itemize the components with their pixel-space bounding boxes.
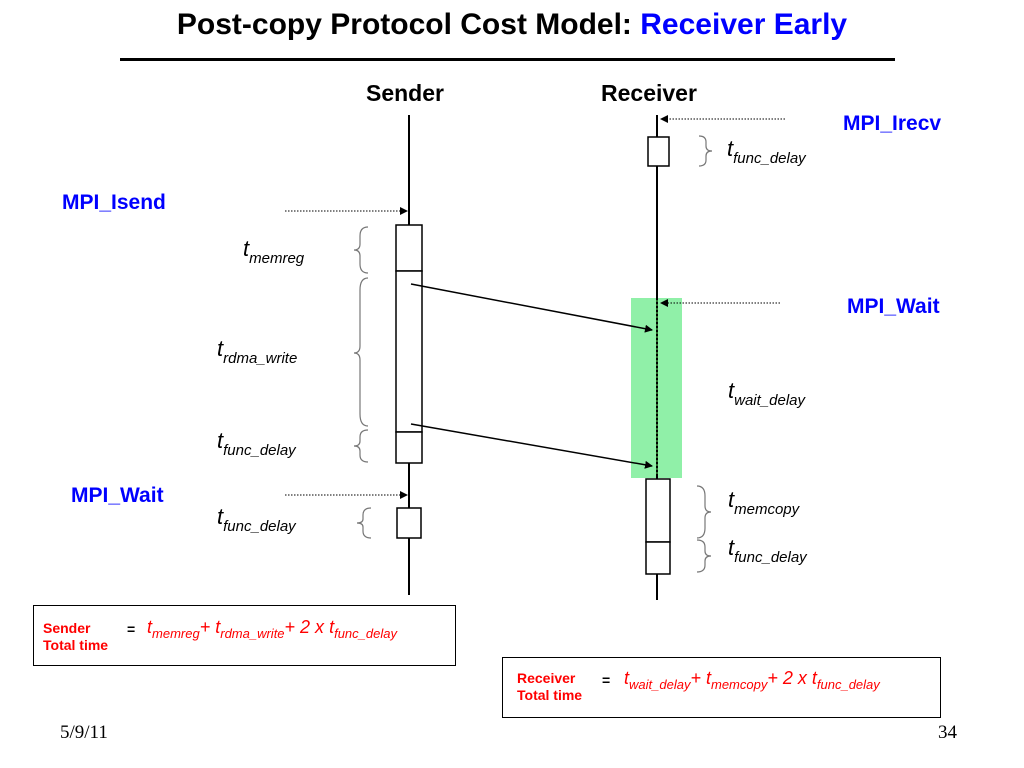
title-highlight: Receiver Early <box>640 8 848 41</box>
sender-wait-box <box>396 507 422 539</box>
sender-memreg-box <box>395 224 423 272</box>
sender-func-delay-label: tfunc_delay <box>217 428 296 459</box>
sender-func-box <box>395 431 423 464</box>
sender-total-box: Sender Total time = tmemreg+ trdma_write… <box>33 605 456 666</box>
receiver-wait-delay-label: twait_delay <box>728 378 806 409</box>
isend-label: MPI_Isend <box>62 191 166 214</box>
footer-date: 5/9/11 <box>60 722 108 743</box>
receiver-total-label: Receiver Total time <box>517 670 583 703</box>
receiver-equals: = <box>602 672 611 688</box>
receiver-memcopy-box <box>645 478 671 543</box>
sender-rdma-write-label: trdma_write <box>217 336 298 367</box>
sender-formula: tmemreg+ trdma_write+ 2 x tfunc_delay <box>147 617 397 641</box>
receiver-header: Receiver <box>601 80 697 106</box>
receiver-total-box: Receiver Total time = twait_delay+ tmemc… <box>502 657 941 718</box>
completion-arrow <box>410 423 653 469</box>
sender-header: Sender <box>366 80 444 106</box>
receiver-wait-label: MPI_Wait <box>847 295 940 318</box>
title-main: Post-copy Protocol Cost Model: <box>176 8 641 41</box>
brace-func-wait-icon <box>356 507 372 539</box>
receiver-memcopy-label: tmemcopy <box>728 487 800 518</box>
sender-equals: = <box>127 621 136 637</box>
brace-memcopy-icon <box>696 485 712 539</box>
sender-memreg-label: tmemreg <box>243 236 305 267</box>
brace-func-sender-icon <box>353 429 369 463</box>
receiver-func-delay-top-label: tfunc_delay <box>727 136 806 167</box>
sender-wait-label: MPI_Wait <box>71 484 164 507</box>
brace-memreg-icon <box>353 226 369 274</box>
brace-rdma-icon <box>353 277 369 427</box>
brace-func-irecv-icon <box>698 135 713 167</box>
slide-title: Post-copy Protocol Cost Model: Receiver … <box>0 8 1024 42</box>
receiver-func-delay-bottom-label: tfunc_delay <box>728 535 807 566</box>
receiver-irecv-box <box>647 136 670 167</box>
rdma-write-arrow <box>410 283 653 333</box>
receiver-func-box <box>645 541 671 575</box>
page-number: 34 <box>938 722 957 743</box>
sender-wait-func-delay-label: tfunc_delay <box>217 504 296 535</box>
irecv-label: MPI_Irecv <box>843 112 942 135</box>
sender-total-label: Sender Total time <box>43 620 109 653</box>
title-underline <box>120 58 895 61</box>
sender-rdma-box <box>395 270 423 433</box>
brace-func-receiver-icon <box>696 539 712 573</box>
receiver-formula: twait_delay+ tmemcopy+ 2 x tfunc_delay <box>624 668 880 692</box>
